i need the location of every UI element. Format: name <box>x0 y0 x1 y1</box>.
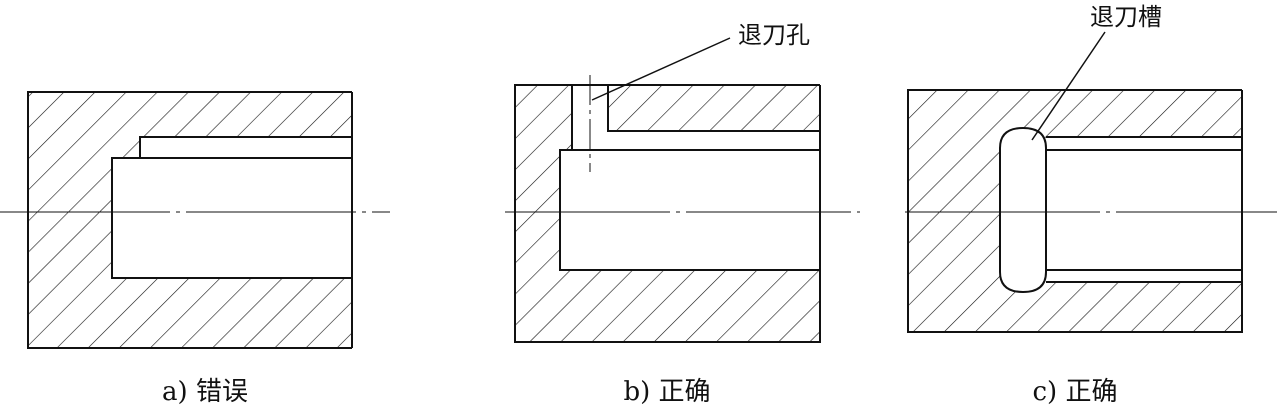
panel-a-hatched-section <box>28 92 352 348</box>
panel-c-outline <box>907 89 1243 333</box>
panel-b-relief-hole: 退刀孔 <box>505 21 860 343</box>
panel-b-hole-wall <box>607 85 820 132</box>
panel-a-bore-outline <box>111 136 352 279</box>
relief-groove-shape <box>999 126 1047 294</box>
relief-groove-leader <box>1031 31 1106 141</box>
panel-c-relief-groove: 退刀槽 <box>905 3 1277 333</box>
relief-groove-label: 退刀槽 <box>1090 3 1162 31</box>
panel-b-hatched-section <box>515 85 820 342</box>
caption-a: a) 错误 <box>162 377 248 407</box>
panel-c-hatched-section <box>908 90 1242 332</box>
panel-a-outline <box>27 91 352 349</box>
panel-b-bore-outline <box>559 85 820 271</box>
panel-c-bore-inner <box>1046 149 1242 271</box>
panel-b-outline <box>514 84 821 343</box>
panel-a-incorrect <box>0 91 390 349</box>
caption-c: c) 正确 <box>1033 377 1118 407</box>
panel-c-bore-outer <box>1046 136 1242 283</box>
caption-b: b) 正确 <box>623 377 710 407</box>
relief-hole-label: 退刀孔 <box>738 21 810 49</box>
relief-hole-leader <box>591 37 731 101</box>
